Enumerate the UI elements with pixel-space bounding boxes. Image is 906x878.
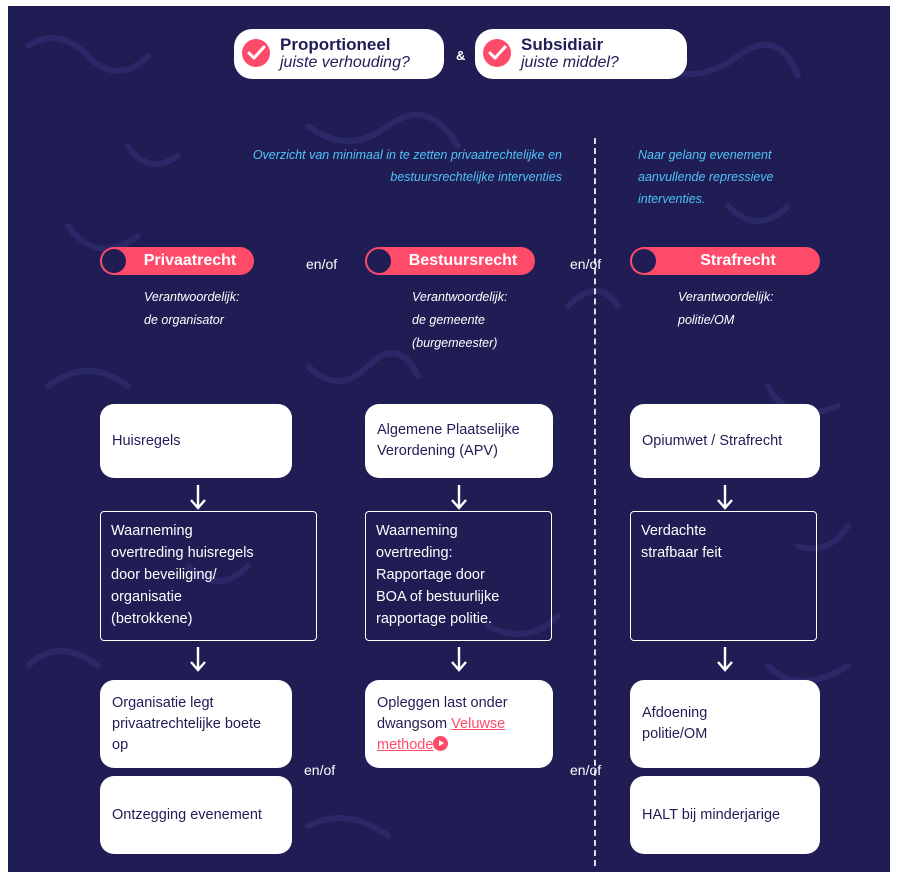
responsible-line: Verantwoordelijk: — [144, 290, 240, 304]
box-text: (betrokkene) — [111, 611, 193, 627]
arrow-down-icon — [451, 485, 467, 510]
subsidiair-pill: Subsidiair juiste middel? — [475, 29, 687, 79]
box-boete: Organisatie legt privaatrechtelijke boet… — [100, 680, 292, 768]
proportioneel-subtitle: juiste verhouding? — [280, 54, 410, 71]
toggle-dot-icon — [367, 249, 391, 273]
box-text: privaatrechtelijke boete — [112, 715, 262, 732]
proportioneel-title: Proportioneel — [280, 35, 391, 54]
box-verdachte: Verdachte strafbaar feit — [630, 511, 817, 641]
note-right-line: interventies. — [638, 192, 706, 206]
law-strafrecht: Strafrecht — [630, 247, 820, 275]
arrow-down-icon — [190, 485, 206, 510]
note-right: Naar gelang evenement aanvullende repres… — [638, 144, 774, 210]
enof-connector: en/of — [570, 256, 602, 272]
ampersand: & — [456, 48, 466, 63]
box-text: Opiumwet / Strafrecht — [642, 432, 783, 449]
box-text: op — [112, 736, 129, 753]
note-right-line: aanvullende repressieve — [638, 170, 774, 184]
arrow-down-icon — [190, 647, 206, 672]
toggle-dot-icon — [632, 249, 656, 273]
toggle-dot-icon — [102, 249, 126, 273]
box-text: Verdachte — [641, 523, 707, 539]
box-text: Organisatie legt — [112, 694, 214, 711]
column-divider — [594, 138, 596, 866]
checkmark-icon — [483, 39, 511, 67]
note-left-line: bestuursrechtelijke interventies — [390, 170, 562, 184]
box-afdoening: Afdoening politie/OM — [630, 680, 820, 768]
note-left: Overzicht van minimaal in te zetten priv… — [142, 144, 562, 188]
box-huisregels: Huisregels — [100, 404, 292, 478]
responsible-line: de organisator — [144, 313, 224, 327]
responsible-privaatrecht: Verantwoordelijk: de organisator — [144, 286, 239, 332]
law-label: Privaatrecht — [143, 252, 237, 269]
box-text: politie/OM — [642, 726, 708, 742]
box-opiumwet: Opiumwet / Strafrecht — [630, 404, 820, 478]
checkmark-icon — [242, 39, 270, 67]
box-text: overtreding: — [376, 545, 453, 561]
note-right-line: Naar gelang evenement — [638, 148, 772, 162]
responsible-line: Verantwoordelijk: — [412, 290, 508, 304]
responsible-line: politie/OM — [678, 313, 735, 327]
box-text: Waarneming — [111, 523, 193, 539]
law-privaatrecht: Privaatrecht — [100, 247, 254, 275]
box-text: overtreding huisregels — [111, 545, 254, 561]
box-text: BOA of bestuurlijke — [376, 589, 500, 605]
box-text: Waarneming — [376, 523, 458, 539]
box-text: HALT bij minderjarige — [642, 806, 781, 823]
enof-connector: en/of — [304, 762, 336, 778]
box-text: Ontzegging evenement — [112, 806, 262, 823]
subsidiair-title: Subsidiair — [521, 35, 604, 54]
box-apv: Algemene Plaatselijke Verordening (APV) — [365, 404, 553, 478]
law-label: Strafrecht — [700, 252, 776, 269]
arrow-down-icon — [451, 647, 467, 672]
box-waarneming-bestuur: Waarneming overtreding: Rapportage door … — [365, 511, 552, 641]
arrow-down-icon — [717, 485, 733, 510]
veluwse-methode-link[interactable]: methode — [377, 736, 434, 753]
box-text: dwangsom — [377, 715, 448, 732]
arrow-down-icon — [717, 647, 733, 672]
box-text: Huisregels — [112, 432, 181, 449]
infographic-canvas: Proportioneel juiste verhouding? & Subsi… — [8, 6, 890, 872]
responsible-line: (burgemeester) — [412, 336, 498, 350]
box-text: Afdoening — [642, 705, 708, 721]
box-dwangsom: Opleggen last onder dwangsom Veluwse met… — [365, 680, 553, 768]
responsible-bestuursrecht: Verantwoordelijk: de gemeente (burgemees… — [412, 286, 507, 355]
note-left-line: Overzicht van minimaal in te zetten priv… — [252, 148, 562, 162]
veluwse-methode-link[interactable]: Veluwse — [451, 715, 506, 732]
play-icon[interactable] — [433, 735, 449, 751]
box-text: door beveiliging/ — [111, 567, 217, 583]
box-text: strafbaar feit — [641, 545, 722, 561]
box-text: Rapportage door — [376, 567, 485, 583]
box-text: Verordening (APV) — [377, 443, 498, 459]
box-ontzegging: Ontzegging evenement — [100, 776, 292, 854]
box-text: Opleggen last onder — [377, 694, 508, 711]
box-text: organisatie — [111, 589, 182, 605]
law-bestuursrecht: Bestuursrecht — [365, 247, 535, 275]
law-label: Bestuursrecht — [408, 252, 518, 269]
responsible-line: Verantwoordelijk: — [678, 290, 774, 304]
subsidiair-subtitle: juiste middel? — [521, 54, 619, 71]
box-text: rapportage politie. — [376, 611, 493, 627]
enof-connector: en/of — [570, 762, 602, 778]
box-waarneming-privaat: Waarneming overtreding huisregels door b… — [100, 511, 317, 641]
box-text: Algemene Plaatselijke — [377, 422, 520, 438]
box-halt: HALT bij minderjarige — [630, 776, 820, 854]
responsible-strafrecht: Verantwoordelijk: politie/OM — [678, 286, 773, 332]
enof-connector: en/of — [306, 256, 338, 272]
responsible-line: de gemeente — [412, 313, 485, 327]
proportioneel-pill: Proportioneel juiste verhouding? — [234, 29, 444, 79]
